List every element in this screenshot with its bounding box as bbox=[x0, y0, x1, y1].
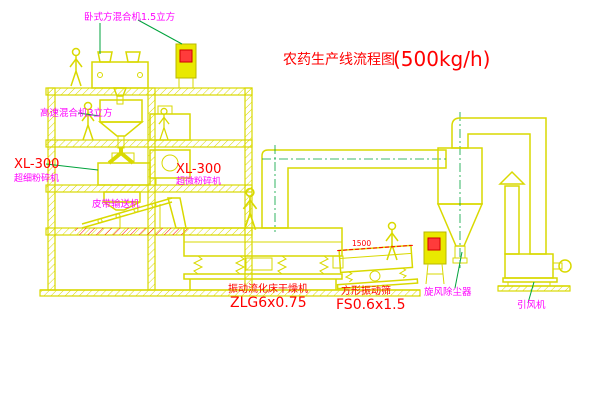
label-fan: 引风机 bbox=[517, 299, 546, 311]
label-cyclone: 旋风除尘器 bbox=[424, 286, 472, 298]
fluid-bed-dryer bbox=[183, 227, 344, 290]
mill-second-floor bbox=[149, 105, 191, 141]
induced-draft-fan bbox=[502, 253, 572, 286]
duct-cyclone-to-fan bbox=[451, 117, 547, 255]
duct-dryer-to-cyclone bbox=[261, 145, 448, 232]
hopper bbox=[101, 191, 141, 211]
label-top-mixer: 卧式方混合机1.5立方 bbox=[84, 11, 175, 23]
label-mill-left-name: 超细粉碎机 bbox=[14, 172, 59, 184]
diagram-title: 农药生产线流程图 bbox=[283, 52, 395, 68]
high-speed-mixer bbox=[97, 99, 145, 149]
person-figure bbox=[158, 107, 170, 141]
pulverizer-left bbox=[97, 147, 151, 186]
horizontal-square-mixer bbox=[91, 51, 149, 105]
control-cabinet-top bbox=[175, 43, 197, 88]
label-mill-left-model: XL-300 bbox=[14, 157, 59, 172]
belt-conveyor bbox=[81, 197, 187, 229]
label-high-speed-mixer: 高速混合机3立方 bbox=[40, 107, 113, 119]
control-cabinet-bottom bbox=[423, 231, 447, 285]
label-screen-model: FS0.6x1.5 bbox=[336, 297, 406, 313]
pulverizer-center bbox=[149, 149, 191, 185]
exhaust-stack bbox=[498, 170, 526, 255]
label-dryer-name: 振动流化床干燥机 bbox=[228, 282, 308, 295]
person-figure bbox=[69, 47, 83, 87]
label-mill-center-model: XL-300 bbox=[176, 162, 221, 177]
label-belt-conveyor: 皮带输送机 bbox=[92, 198, 140, 210]
label-screen-dim: 1500 bbox=[352, 239, 371, 248]
label-dryer-model: ZLG6x0.75 bbox=[230, 295, 307, 311]
ground-line bbox=[39, 285, 571, 297]
label-screen-name: 方形振动筛 bbox=[341, 284, 391, 297]
label-mill-center-name: 超微粉碎机 bbox=[176, 175, 221, 187]
leader-lines bbox=[45, 19, 535, 304]
square-vibrating-screen bbox=[336, 244, 419, 290]
diagram-title-capacity: (500kg/h) bbox=[393, 47, 490, 71]
